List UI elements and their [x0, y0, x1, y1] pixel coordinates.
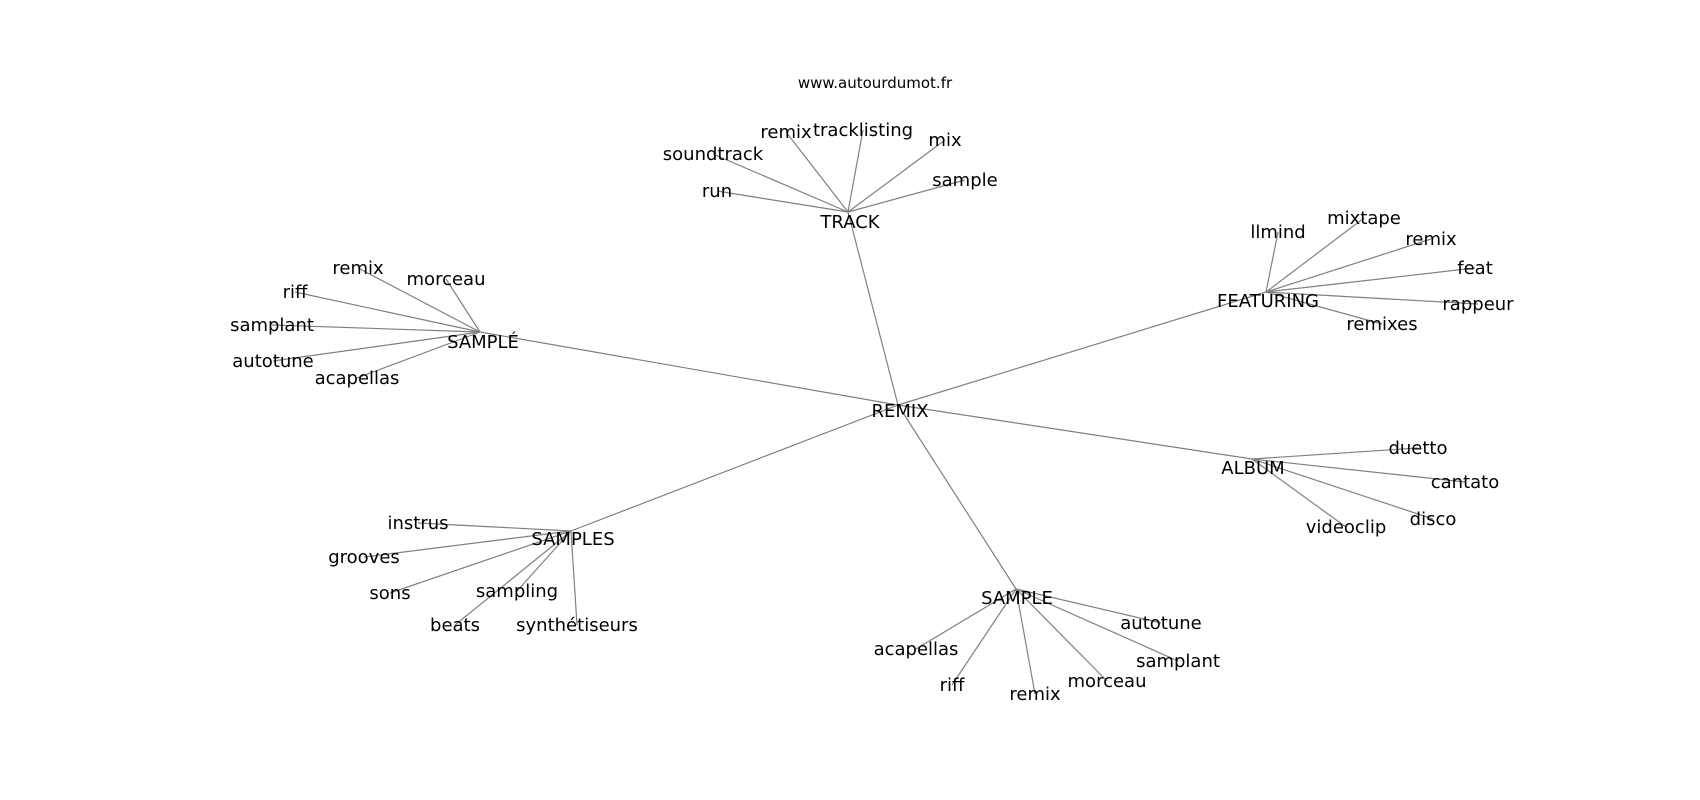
leaf-word-featuring-feat: feat: [1457, 258, 1493, 279]
leaf-word-sample-samplant: samplant: [1136, 651, 1220, 672]
edge-album-cantato: [1251, 458, 1466, 483]
edge-sample-autotune: [272, 331, 481, 362]
edge-sample-samplant: [271, 324, 481, 333]
edge-center-sample: [479, 331, 899, 406]
edge-sample-riff: [294, 291, 481, 333]
edge-samples-beats: [454, 530, 572, 626]
leaf-word-sample-acapellas: acapellas: [315, 368, 400, 389]
edge-sample-morceau: [1015, 588, 1108, 682]
leaf-word-samples-instrus: instrus: [387, 513, 448, 534]
edge-featuring-llmind: [1265, 231, 1279, 293]
leaf-word-track-mix: mix: [928, 130, 962, 151]
leaf-word-track-run: run: [702, 181, 732, 202]
edge-track-remix: [785, 131, 849, 213]
edge-track-mix: [847, 139, 946, 213]
hub-word-samples: SAMPLES: [531, 529, 614, 550]
leaf-word-samples-synthetiseurs: synthétiseurs: [516, 615, 638, 636]
hub-word-album: ALBUM: [1221, 458, 1284, 479]
leaf-word-album-cantato: cantato: [1431, 472, 1500, 493]
leaf-word-sample-riff: riff: [940, 675, 965, 696]
edge-featuring-remix: [1265, 238, 1432, 293]
leaf-word-featuring-llmind: llmind: [1250, 222, 1305, 243]
leaf-word-album-duetto: duetto: [1388, 438, 1447, 459]
leaf-word-samples-sampling: sampling: [476, 581, 558, 602]
edge-sample-remix: [1015, 588, 1036, 695]
edge-track-sample: [847, 179, 966, 213]
leaf-word-album-videoclip: videoclip: [1306, 517, 1387, 538]
edge-sample-autotune: [1015, 588, 1162, 624]
edge-center-featuring: [897, 291, 1267, 406]
leaf-word-featuring-remix: remix: [1405, 229, 1457, 250]
edge-track-tracklisting: [847, 129, 864, 213]
leaf-word-track-tracklisting: tracklisting: [813, 120, 913, 141]
edge-track-run: [716, 190, 849, 213]
leaf-word-sample-acapellas: acapellas: [874, 639, 959, 660]
hub-word-sample: SAMPLÉ: [447, 331, 519, 353]
leaf-word-sample-samplant: samplant: [230, 315, 314, 336]
source-url: www.autourdumot.fr: [798, 74, 953, 92]
leaf-word-sample-morceau: morceau: [407, 269, 486, 290]
leaf-word-sample-morceau: morceau: [1068, 671, 1147, 692]
edge-samples-synthetiseurs: [570, 530, 578, 626]
leaf-word-featuring-remixes: remixes: [1346, 314, 1417, 335]
edge-featuring-remixes: [1265, 291, 1383, 325]
edge-samples-sons: [389, 530, 572, 594]
edge-center-album: [897, 404, 1253, 460]
edge-album-disco: [1251, 458, 1434, 520]
hub-word-sample: SAMPLE: [981, 588, 1053, 609]
leaf-word-sample-autotune: autotune: [232, 351, 313, 372]
edge-samples-sampling: [516, 530, 572, 592]
leaf-word-sample-remix: remix: [332, 258, 384, 279]
leaf-word-sample-remix: remix: [1009, 684, 1061, 705]
edge-featuring-mixtape: [1265, 217, 1365, 293]
center-word-label: REMIX: [871, 401, 928, 422]
edge-sample-acapellas: [915, 588, 1017, 650]
leaf-word-sample-riff: riff: [283, 282, 308, 303]
edge-sample-samplant: [1015, 588, 1179, 662]
leaf-word-track-sample: sample: [932, 170, 997, 191]
leaf-word-featuring-mixtape: mixtape: [1327, 208, 1401, 229]
edge-featuring-feat: [1265, 267, 1476, 293]
leaf-word-samples-beats: beats: [430, 615, 480, 636]
leaf-word-samples-grooves: grooves: [328, 547, 400, 568]
edge-album-videoclip: [1251, 458, 1347, 528]
edge-samples-grooves: [363, 530, 572, 558]
hub-word-featuring: FEATURING: [1217, 291, 1319, 312]
edge-track-soundtrack: [712, 153, 849, 213]
edge-featuring-rappeur: [1265, 291, 1479, 305]
leaf-word-sample-autotune: autotune: [1120, 613, 1201, 634]
graph-edges: [271, 129, 1479, 695]
edge-album-duetto: [1251, 447, 1419, 460]
leaf-word-track-remix: remix: [760, 122, 812, 143]
leaf-word-featuring-rappeur: rappeur: [1442, 294, 1514, 315]
edge-sample-morceau: [445, 278, 481, 333]
edge-samples-instrus: [417, 522, 572, 532]
leaf-word-track-soundtrack: soundtrack: [663, 144, 764, 165]
leaf-word-samples-sons: sons: [369, 583, 410, 604]
hub-word-track: TRACK: [819, 212, 880, 233]
edge-center-samples: [570, 404, 899, 532]
leaf-word-album-disco: disco: [1410, 509, 1457, 530]
edge-center-track: [847, 211, 899, 406]
edge-center-sample: [897, 404, 1017, 590]
edge-sample-remix: [357, 267, 481, 333]
edge-sample-riff: [951, 588, 1017, 686]
edge-sample-acapellas: [356, 331, 481, 379]
